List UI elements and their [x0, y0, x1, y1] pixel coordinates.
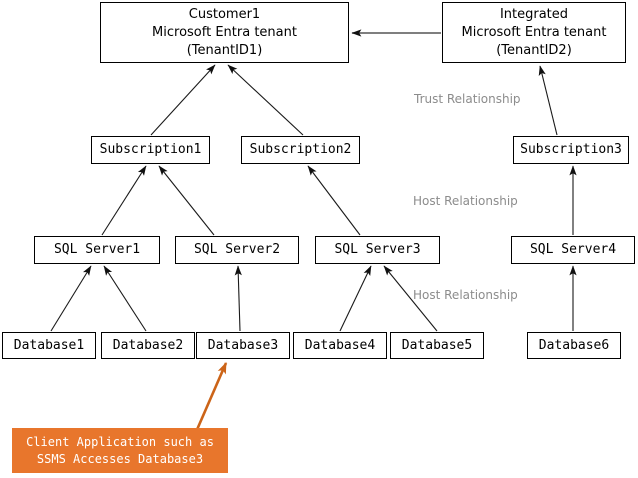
database3-label: Database3: [207, 337, 279, 353]
tenant-customer1-line1: Customer1: [188, 6, 261, 22]
client-application-callout[interactable]: Client Application such as SSMS Accesses…: [12, 428, 228, 473]
edge-subscription1-to-customer1: [150, 64, 216, 136]
trust-relationship-label: Trust Relationship: [414, 92, 521, 106]
edge-database1-to-sqlserver1: [50, 265, 92, 332]
sql-server2-label: SQL Server2: [193, 242, 281, 257]
sql-server4-label: SQL Server4: [529, 242, 617, 257]
database4-label: Database4: [304, 337, 376, 353]
tenant-box-integrated[interactable]: Integrated Microsoft Entra tenant (Tenan…: [442, 2, 626, 63]
subscription3-label: Subscription3: [520, 142, 622, 157]
database-box-database3[interactable]: Database3: [196, 332, 290, 359]
edge-subscription2-to-customer1: [227, 64, 304, 136]
edge-database4-to-sqlserver3: [339, 265, 372, 332]
edge-sqlserver2-to-subscription1: [158, 165, 215, 236]
subscription1-label: Subscription1: [99, 142, 202, 157]
edge-sqlserver3-to-subscription2: [307, 165, 361, 236]
server-box-sql-server3[interactable]: SQL Server3: [315, 236, 440, 264]
database-box-database1[interactable]: Database1: [2, 332, 96, 359]
database-box-database2[interactable]: Database2: [101, 332, 195, 359]
database6-label: Database6: [538, 337, 610, 353]
database-box-database6[interactable]: Database6: [527, 332, 621, 359]
database-box-database4[interactable]: Database4: [293, 332, 387, 359]
subscription2-label: Subscription2: [249, 142, 352, 157]
tenant-integrated-line3: (TenantID2): [496, 42, 572, 58]
edge-subscription3-to-integrated: [538, 65, 558, 136]
tenant-integrated-line1: Integrated: [499, 6, 569, 22]
tenant-integrated-line2: Microsoft Entra tenant: [461, 24, 607, 40]
host-relationship-label-upper: Host Relationship: [413, 194, 518, 208]
tenant-customer1-line3: (TenantID1): [186, 42, 263, 58]
edge-database3-to-sqlserver2: [234, 265, 242, 332]
database1-label: Database1: [13, 337, 85, 353]
tenant-customer1-line2: Microsoft Entra tenant: [152, 24, 297, 40]
server-box-sql-server2[interactable]: SQL Server2: [175, 236, 299, 264]
server-box-sql-server4[interactable]: SQL Server4: [511, 236, 635, 264]
edge-sqlserver1-to-subscription1: [101, 165, 147, 236]
subscription-box-subscription2[interactable]: Subscription2: [241, 136, 360, 164]
edge-database2-to-sqlserver1: [103, 265, 147, 332]
host-relationship-label-lower: Host Relationship: [413, 288, 518, 302]
tenant-box-customer1[interactable]: Customer1 Microsoft Entra tenant (Tenant…: [100, 2, 349, 63]
callout-line2: SSMS Accesses Database3: [36, 451, 204, 466]
server-box-sql-server1[interactable]: SQL Server1: [34, 236, 160, 264]
sql-server3-label: SQL Server3: [334, 242, 421, 257]
callout-line1: Client Application such as: [26, 434, 214, 449]
edge-callout-to-database3: [194, 361, 228, 433]
sql-server1-label: SQL Server1: [53, 242, 141, 257]
database5-label: Database5: [401, 337, 473, 353]
subscription-box-subscription3[interactable]: Subscription3: [513, 136, 629, 164]
subscription-box-subscription1[interactable]: Subscription1: [91, 136, 210, 164]
database2-label: Database2: [112, 337, 184, 353]
database-box-database5[interactable]: Database5: [390, 332, 484, 359]
